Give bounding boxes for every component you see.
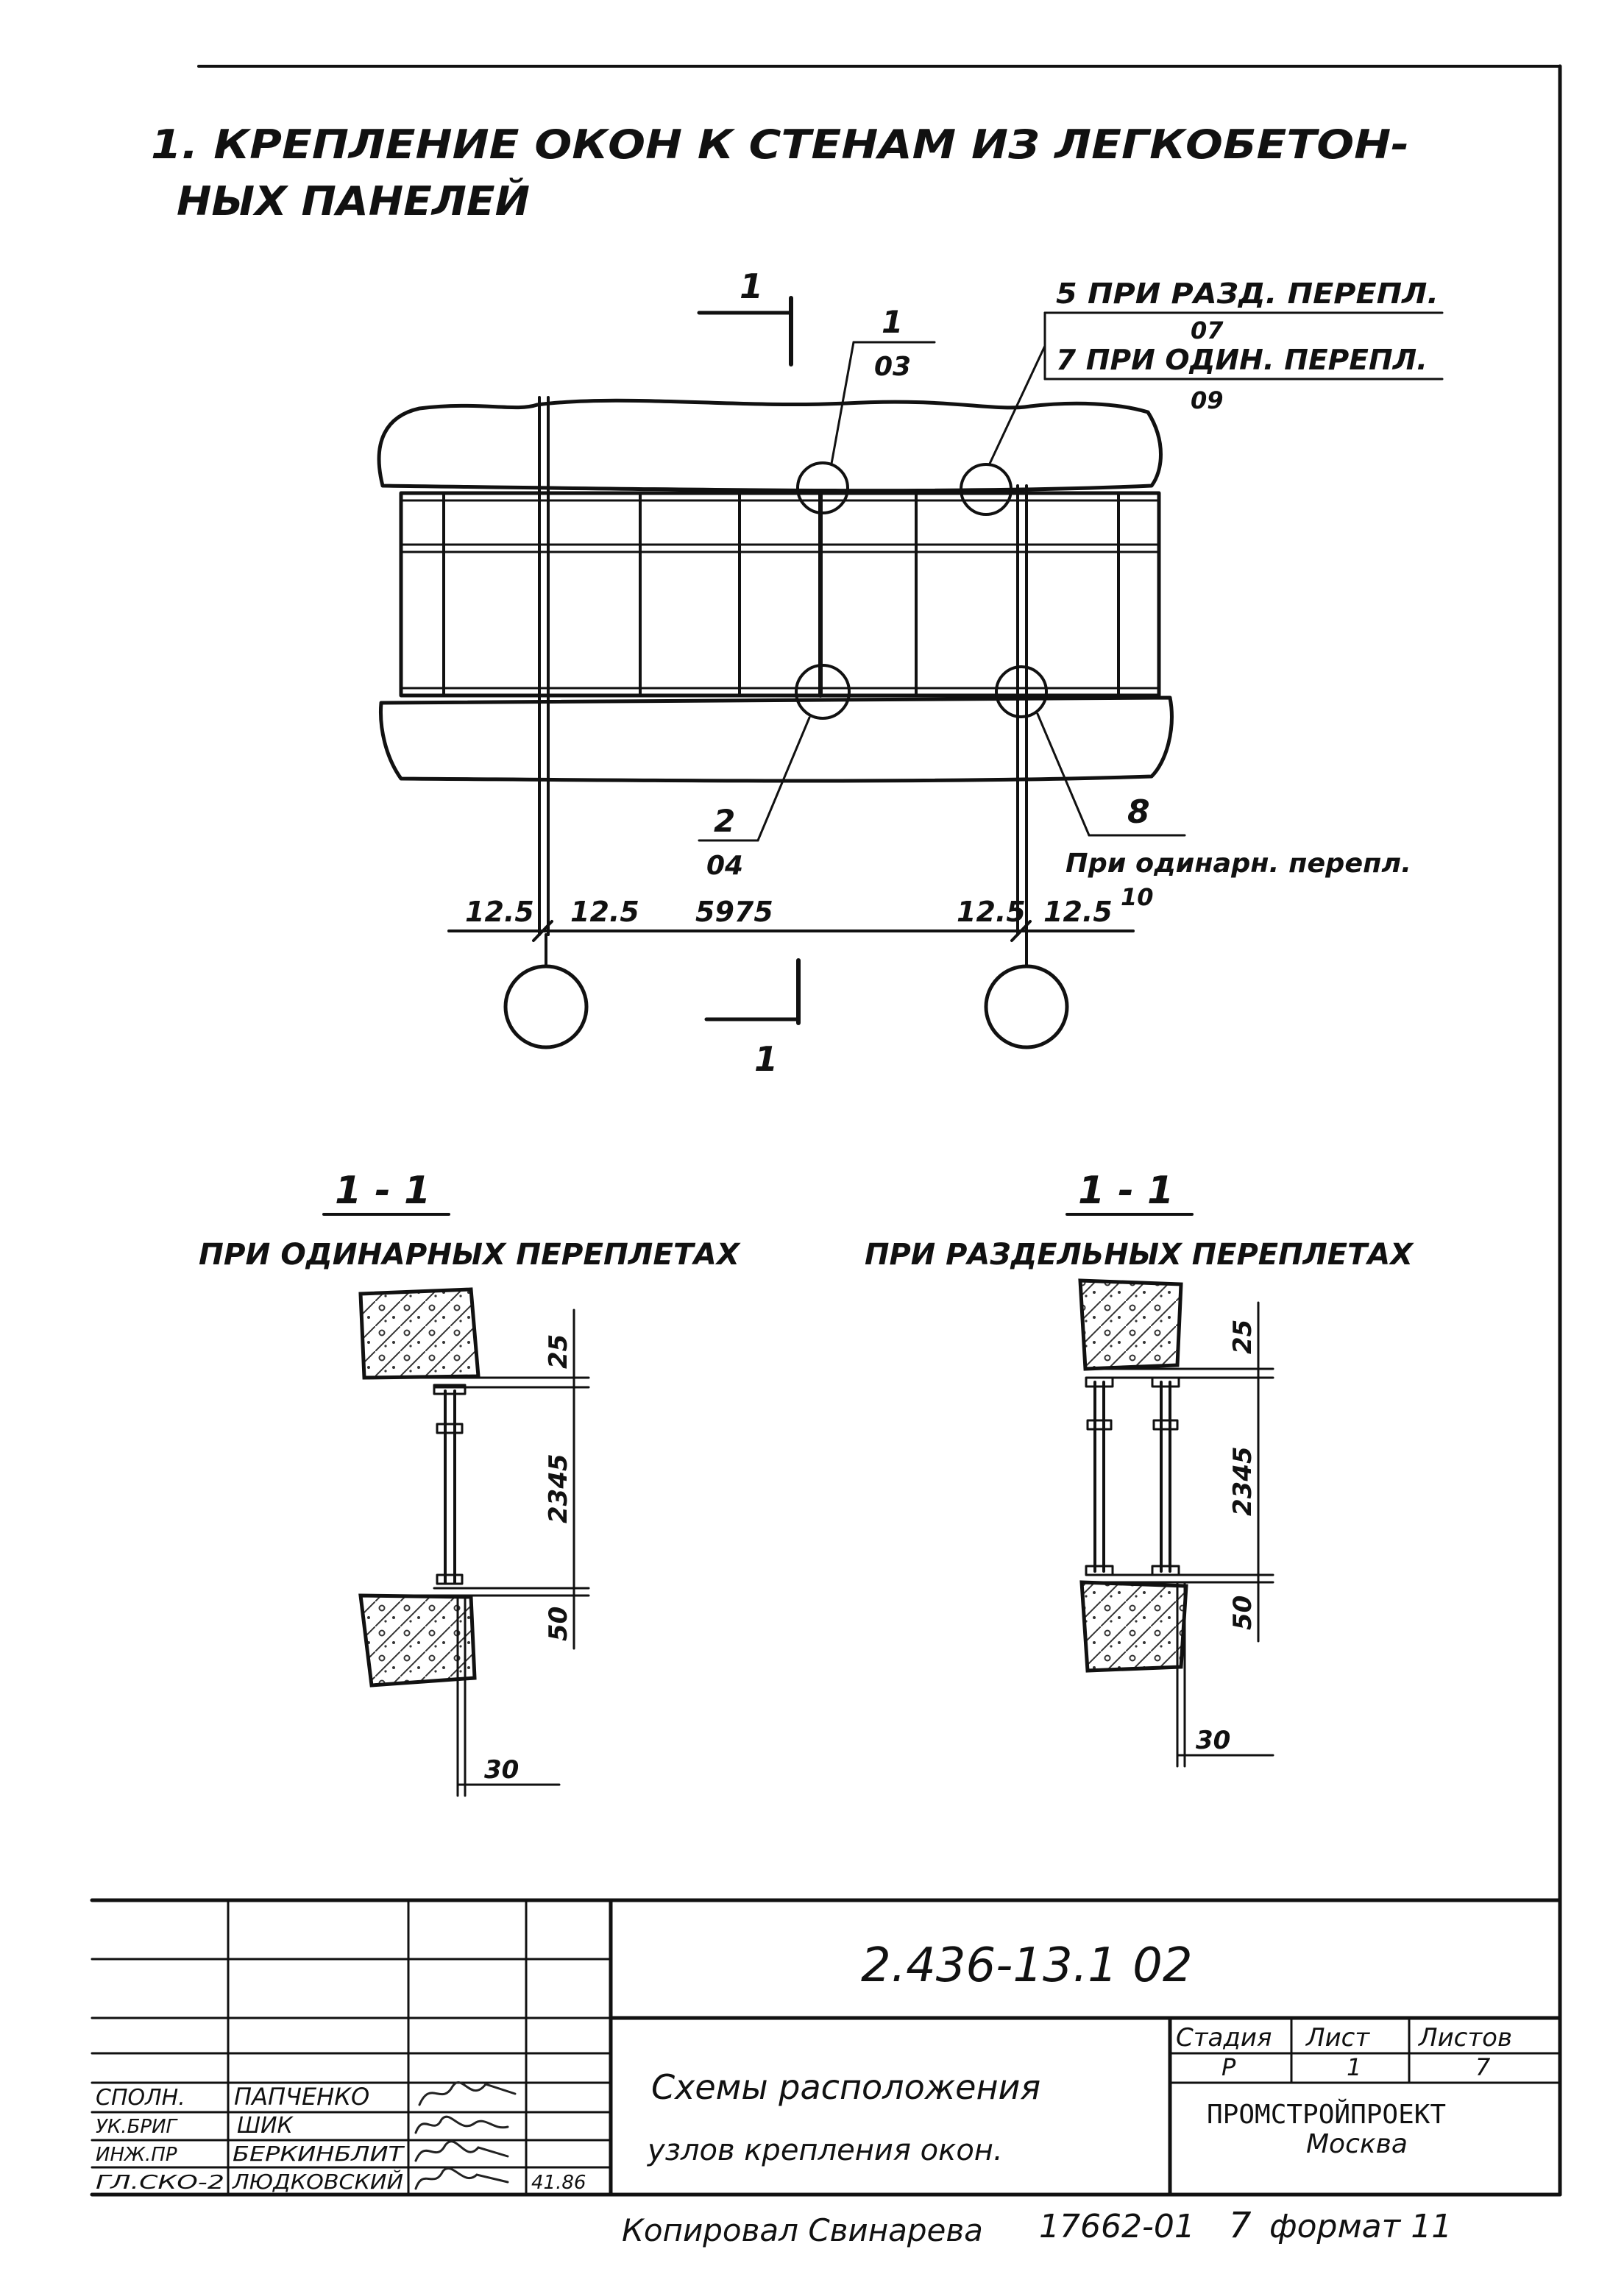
node-2-number: 2 [714,803,735,839]
staff-name-4: ЛЮДКОВСКИЙ [232,2169,403,2194]
section-left-upper-block [358,1287,481,1380]
footer-copied-by: Копировал Свинарева [622,2212,983,2248]
section-left-dim-2345: 2345 [544,1453,573,1523]
section-right-subtitle: ПРИ РАЗДЕЛЬНЫХ ПЕРЕПЛЕТАХ [865,1238,1414,1272]
sheet-value: 1 [1347,2053,1361,2081]
section-right-dim-50: 50 [1228,1596,1258,1630]
axis-bubble-left [503,964,589,1049]
window-plan-scheme: 12.5 12.5 5975 12.5 12.5 1 1 1 03 5 ПРИ … [377,266,1444,1079]
dim-12-5-b: 12.5 [570,896,639,928]
section-right-lower-block [1079,1580,1188,1673]
lower-wall-panel [379,695,1174,783]
node-2-sheet: 04 [706,851,743,881]
dim-12-5-c: 12.5 [957,896,1026,928]
node-circle-1 [796,461,849,514]
node-7-label: 7 ПРИ ОДИН. ПЕРЕПЛ. [1056,344,1428,376]
section-left-dim-50: 50 [544,1607,573,1641]
sheets-header: Листов [1417,2023,1512,2053]
node-5-sheet: 07 [1191,316,1224,344]
sheets-value: 7 [1475,2053,1491,2081]
node-5-label: 5 ПРИ РАЗД. ПЕРЕПЛ. [1056,277,1439,310]
staff-name-2: ШИК [237,2113,294,2139]
node-7-sheet: 09 [1191,386,1224,414]
section-left-dim-25: 25 [544,1334,573,1369]
section-right-dim-2345: 2345 [1228,1446,1258,1516]
node-1-sheet: 03 [874,352,911,382]
organization-name: ПРОМСТРОЙПРОЕКТ [1207,2099,1446,2130]
title-line-1: Схемы расположения [651,2067,1040,2107]
copy-footer: Копировал Свинарева 17662-01 7 формат 11 [622,2205,1452,2248]
section-left-dim-30: 30 [484,1755,519,1785]
dim-12-5-d: 12.5 [1043,896,1113,928]
signature-3 [414,2140,509,2162]
node-circle-2 [795,664,851,720]
node-circle-5-7 [960,463,1013,516]
stage-value: Р [1221,2053,1236,2081]
signature-2 [414,2115,509,2134]
section-left-title: 1 - 1 [335,1169,430,1213]
section-right-title: 1 - 1 [1078,1169,1174,1213]
section-left-subtitle: ПРИ ОДИНАРНЫХ ПЕРЕПЛЕТАХ [199,1238,741,1272]
drawing-heading: 1. КРЕПЛЕНИЕ ОКОН К СТЕНАМ ИЗ ЛЕГКОБЕТОН… [151,121,1409,224]
node-1-number: 1 [882,304,903,340]
footer-sheet-no: 7 [1229,2205,1252,2246]
title-block: 2.436-13.1 02 Схемы расположения узлов к… [90,1898,1562,2197]
signature-1 [418,2081,517,2106]
node-8-sheet: 10 [1121,883,1154,911]
sheet-frame [90,64,1562,2197]
staff-role-4: ГЛ.СКО-2 [96,2172,224,2194]
heading-line-1: 1. КРЕПЛЕНИЕ ОКОН К СТЕНАМ ИЗ ЛЕГКОБЕТОН… [151,121,1409,168]
staff-role-2: УК.БРИГ [96,2116,179,2138]
node-8-label: При одинарн. перепл. [1065,849,1411,879]
section-right-dim-30: 30 [1196,1726,1230,1755]
sheet-header: Лист [1305,2023,1370,2053]
dim-12-5-a: 12.5 [465,896,534,928]
section-mark-top: 1 [740,266,763,306]
window-block [399,491,1161,698]
stage-header: Стадия [1176,2023,1272,2053]
staff-date-4: 41.86 [531,2172,586,2194]
section-mark-bottom: 1 [754,1039,778,1079]
section-right-dim-25: 25 [1228,1320,1258,1354]
section-right-upper-block [1078,1278,1183,1371]
staff-role-3: ИНЖ.ПР [96,2144,177,2166]
footer-number: 17662-01 [1039,2208,1195,2245]
node-circle-8 [995,665,1048,718]
document-code: 2.436-13.1 02 [861,1938,1193,1993]
section-separate-sashes: 1 - 1 ПРИ РАЗДЕЛЬНЫХ ПЕРЕПЛЕТАХ 25 2345 … [865,1169,1414,1768]
node-8-number: 8 [1127,793,1150,831]
signature-4 [414,2167,509,2190]
footer-format: формат 11 [1269,2208,1452,2245]
title-line-2: узлов крепления окон. [647,2134,1003,2167]
staff-name-3: БЕРКИНБЛИТ [233,2142,405,2166]
staff-name-1: ПАПЧЕНКО [234,2083,369,2111]
section-single-sashes: 1 - 1 ПРИ ОДИНАРНЫХ ПЕРЕПЛЕТАХ 25 2345 5… [199,1169,741,1797]
heading-line-2: НЫХ ПАНЕЛЕЙ [177,178,530,224]
staff-role-1: СПОЛН. [96,2085,185,2111]
axis-bubble-right [984,964,1069,1049]
upper-wall-panel [377,398,1163,493]
dim-5975: 5975 [695,896,773,928]
organization-city: Москва [1306,2129,1408,2159]
